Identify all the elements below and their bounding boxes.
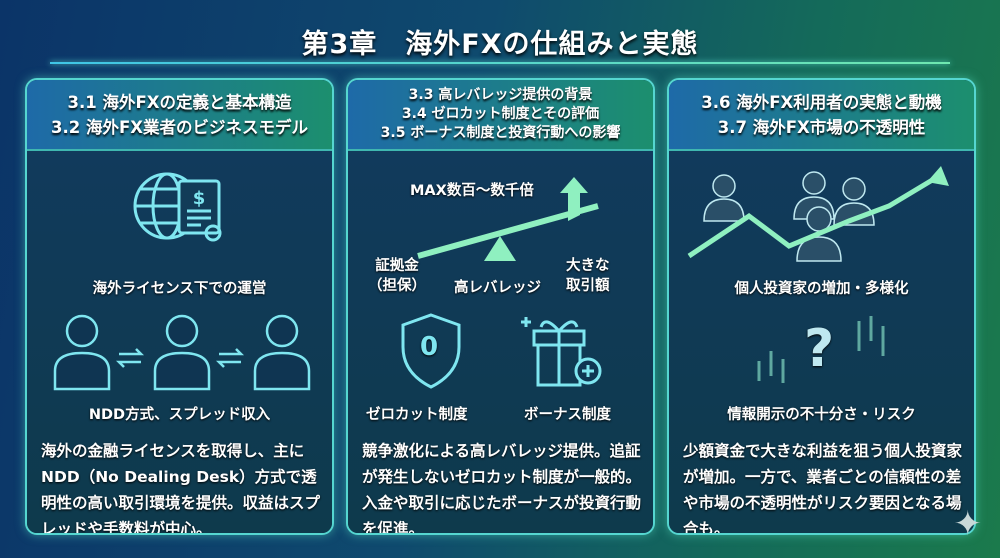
panel-leverage: 3.3 高レバレッジ提供の背景 3.4 ゼロカット制度とその評価 3.5 ボーナ… [346, 78, 655, 535]
growth-label: 個人投資家の増加・多様化 [734, 281, 909, 297]
large-trade-label: 大きな 取引額 [566, 258, 610, 294]
globe-license-icon: $ [133, 172, 222, 242]
risk-label: 情報開示の不十分さ・リスク [727, 407, 916, 423]
max-leverage-label: MAX数百〜数千倍 [410, 183, 534, 199]
seesaw-icon [417, 177, 599, 261]
heading-line: 3.4 ゼロカット制度とその評価 [401, 106, 600, 122]
panel-description: 少額資金で大きな利益を狙う個人投資家が増加。一方で、業者ごとの信頼性の差や市場の… [683, 442, 963, 535]
heading-line: 3.3 高レバレッジ提供の背景 [408, 87, 593, 103]
question-mark: ? [804, 319, 835, 379]
investors-growth-icon [687, 166, 949, 262]
zero-digit: 0 [420, 332, 439, 362]
page-title: 第3章 海外FXの仕組みと実態 [301, 29, 699, 60]
license-label: 海外ライセンス下での運営 [92, 281, 267, 297]
panel-heading: 3.1 海外FXの定義と基本構造 3.2 海外FX業者のビジネスモデル [27, 80, 332, 151]
title-divider [50, 62, 950, 64]
ndd-label: NDD方式、スプレッド収入 [88, 407, 271, 423]
heading-line: 3.5 ボーナス制度と投資行動への影響 [380, 125, 621, 141]
panel-heading: 3.6 海外FX利用者の実態と動機 3.7 海外FX市場の不透明性 [669, 80, 974, 151]
svg-text:$: $ [193, 188, 206, 209]
shield-zero-icon [401, 313, 461, 389]
panel-heading: 3.3 高レバレッジ提供の背景 3.4 ゼロカット制度とその評価 3.5 ボーナ… [348, 80, 653, 151]
heading-line: 3.1 海外FXの定義と基本構造 [67, 92, 292, 112]
panel-users: 3.6 海外FX利用者の実態と動機 3.7 海外FX市場の不透明性 個人投資家の… [667, 78, 976, 535]
heading-line: 3.6 海外FX利用者の実態と動機 [701, 92, 942, 112]
gift-coins-icon [521, 317, 602, 387]
chart-question-icon [757, 316, 885, 383]
panel-description: 海外の金融ライセンスを取得し、主にNDD（No Dealing Desk）方式で… [41, 442, 321, 535]
panel-structure: 3.1 海外FXの定義と基本構造 3.2 海外FX業者のビジネスモデル $ 海外… [25, 78, 334, 535]
zerocut-label: ゼロカット制度 [366, 407, 468, 423]
heading-line: 3.2 海外FX業者のビジネスモデル [51, 117, 308, 137]
people-exchange-icon [53, 314, 311, 391]
panel-description: 競争激化による高レバレッジ提供。追証が発生しないゼロカット制度が一般的。入金や取… [362, 442, 642, 535]
heading-line: 3.7 海外FX市場の不透明性 [717, 117, 926, 137]
bonus-label: ボーナス制度 [524, 407, 611, 423]
margin-label: 証拠金 （担保） [368, 258, 426, 294]
leverage-label: 高レバレッジ [454, 280, 541, 296]
sparkle-icon: ✦ [953, 504, 983, 544]
